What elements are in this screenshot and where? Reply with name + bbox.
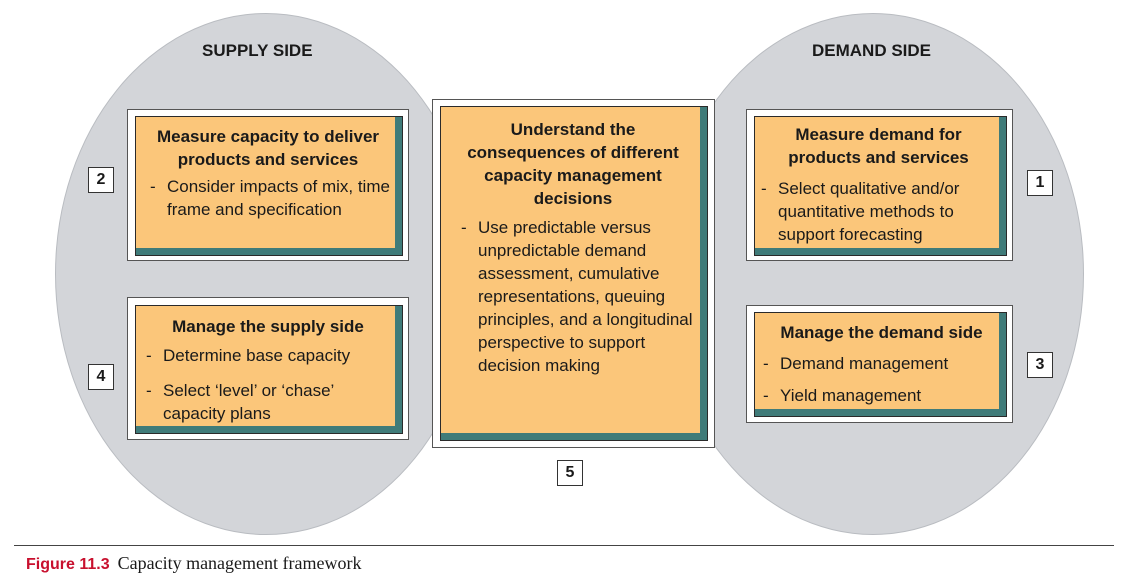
demand-measure-box: Measure demand for products and services… — [754, 116, 1007, 256]
demand-manage-item: -Yield management — [763, 386, 922, 405]
supply-manage-item: -Select ‘level’ or ‘chase’ capacity plan… — [146, 381, 334, 423]
demand-measure-item: -Select qualitative and/or quantitative … — [761, 179, 960, 244]
demand-side-circle — [662, 13, 1084, 535]
demand-manage-box: Manage the demand side -Demand managemen… — [754, 312, 1007, 417]
supply-manage-title: Manage the supply side — [172, 317, 364, 336]
center-title: Understand the consequences of different… — [467, 120, 679, 208]
supply-side-circle — [55, 13, 477, 535]
supply-measure-box: Measure capacity to deliver products and… — [135, 116, 403, 256]
figure-caption-text: Capacity management framework — [117, 553, 362, 573]
number-badge-5: 5 — [557, 460, 583, 486]
figure-label: Figure 11.3 — [26, 556, 110, 573]
demand-manage-item: -Demand management — [763, 354, 949, 373]
center-box: Understand the consequences of different… — [440, 106, 708, 441]
center-item: -Use predictable versus unpredictable de… — [461, 218, 693, 375]
demand-manage-title: Manage the demand side — [780, 323, 983, 342]
number-badge-3: 3 — [1027, 352, 1053, 378]
caption-rule — [14, 545, 1114, 546]
figure-caption: Figure 11.3 Capacity management framework — [26, 553, 362, 574]
number-badge-1: 1 — [1027, 170, 1053, 196]
supply-manage-box: Manage the supply side -Determine base c… — [135, 305, 403, 434]
supply-measure-item: -Consider impacts of mix, time frame and… — [150, 177, 390, 219]
number-badge-2: 2 — [88, 167, 114, 193]
supply-manage-item: -Determine base capacity — [146, 346, 351, 365]
supply-measure-title: Measure capacity to deliver products and… — [156, 127, 380, 169]
demand-measure-title: Measure demand for products and services — [788, 125, 969, 167]
number-badge-4: 4 — [88, 364, 114, 390]
demand-side-title: DEMAND SIDE — [812, 41, 932, 60]
supply-side-title: SUPPLY SIDE — [202, 41, 313, 60]
